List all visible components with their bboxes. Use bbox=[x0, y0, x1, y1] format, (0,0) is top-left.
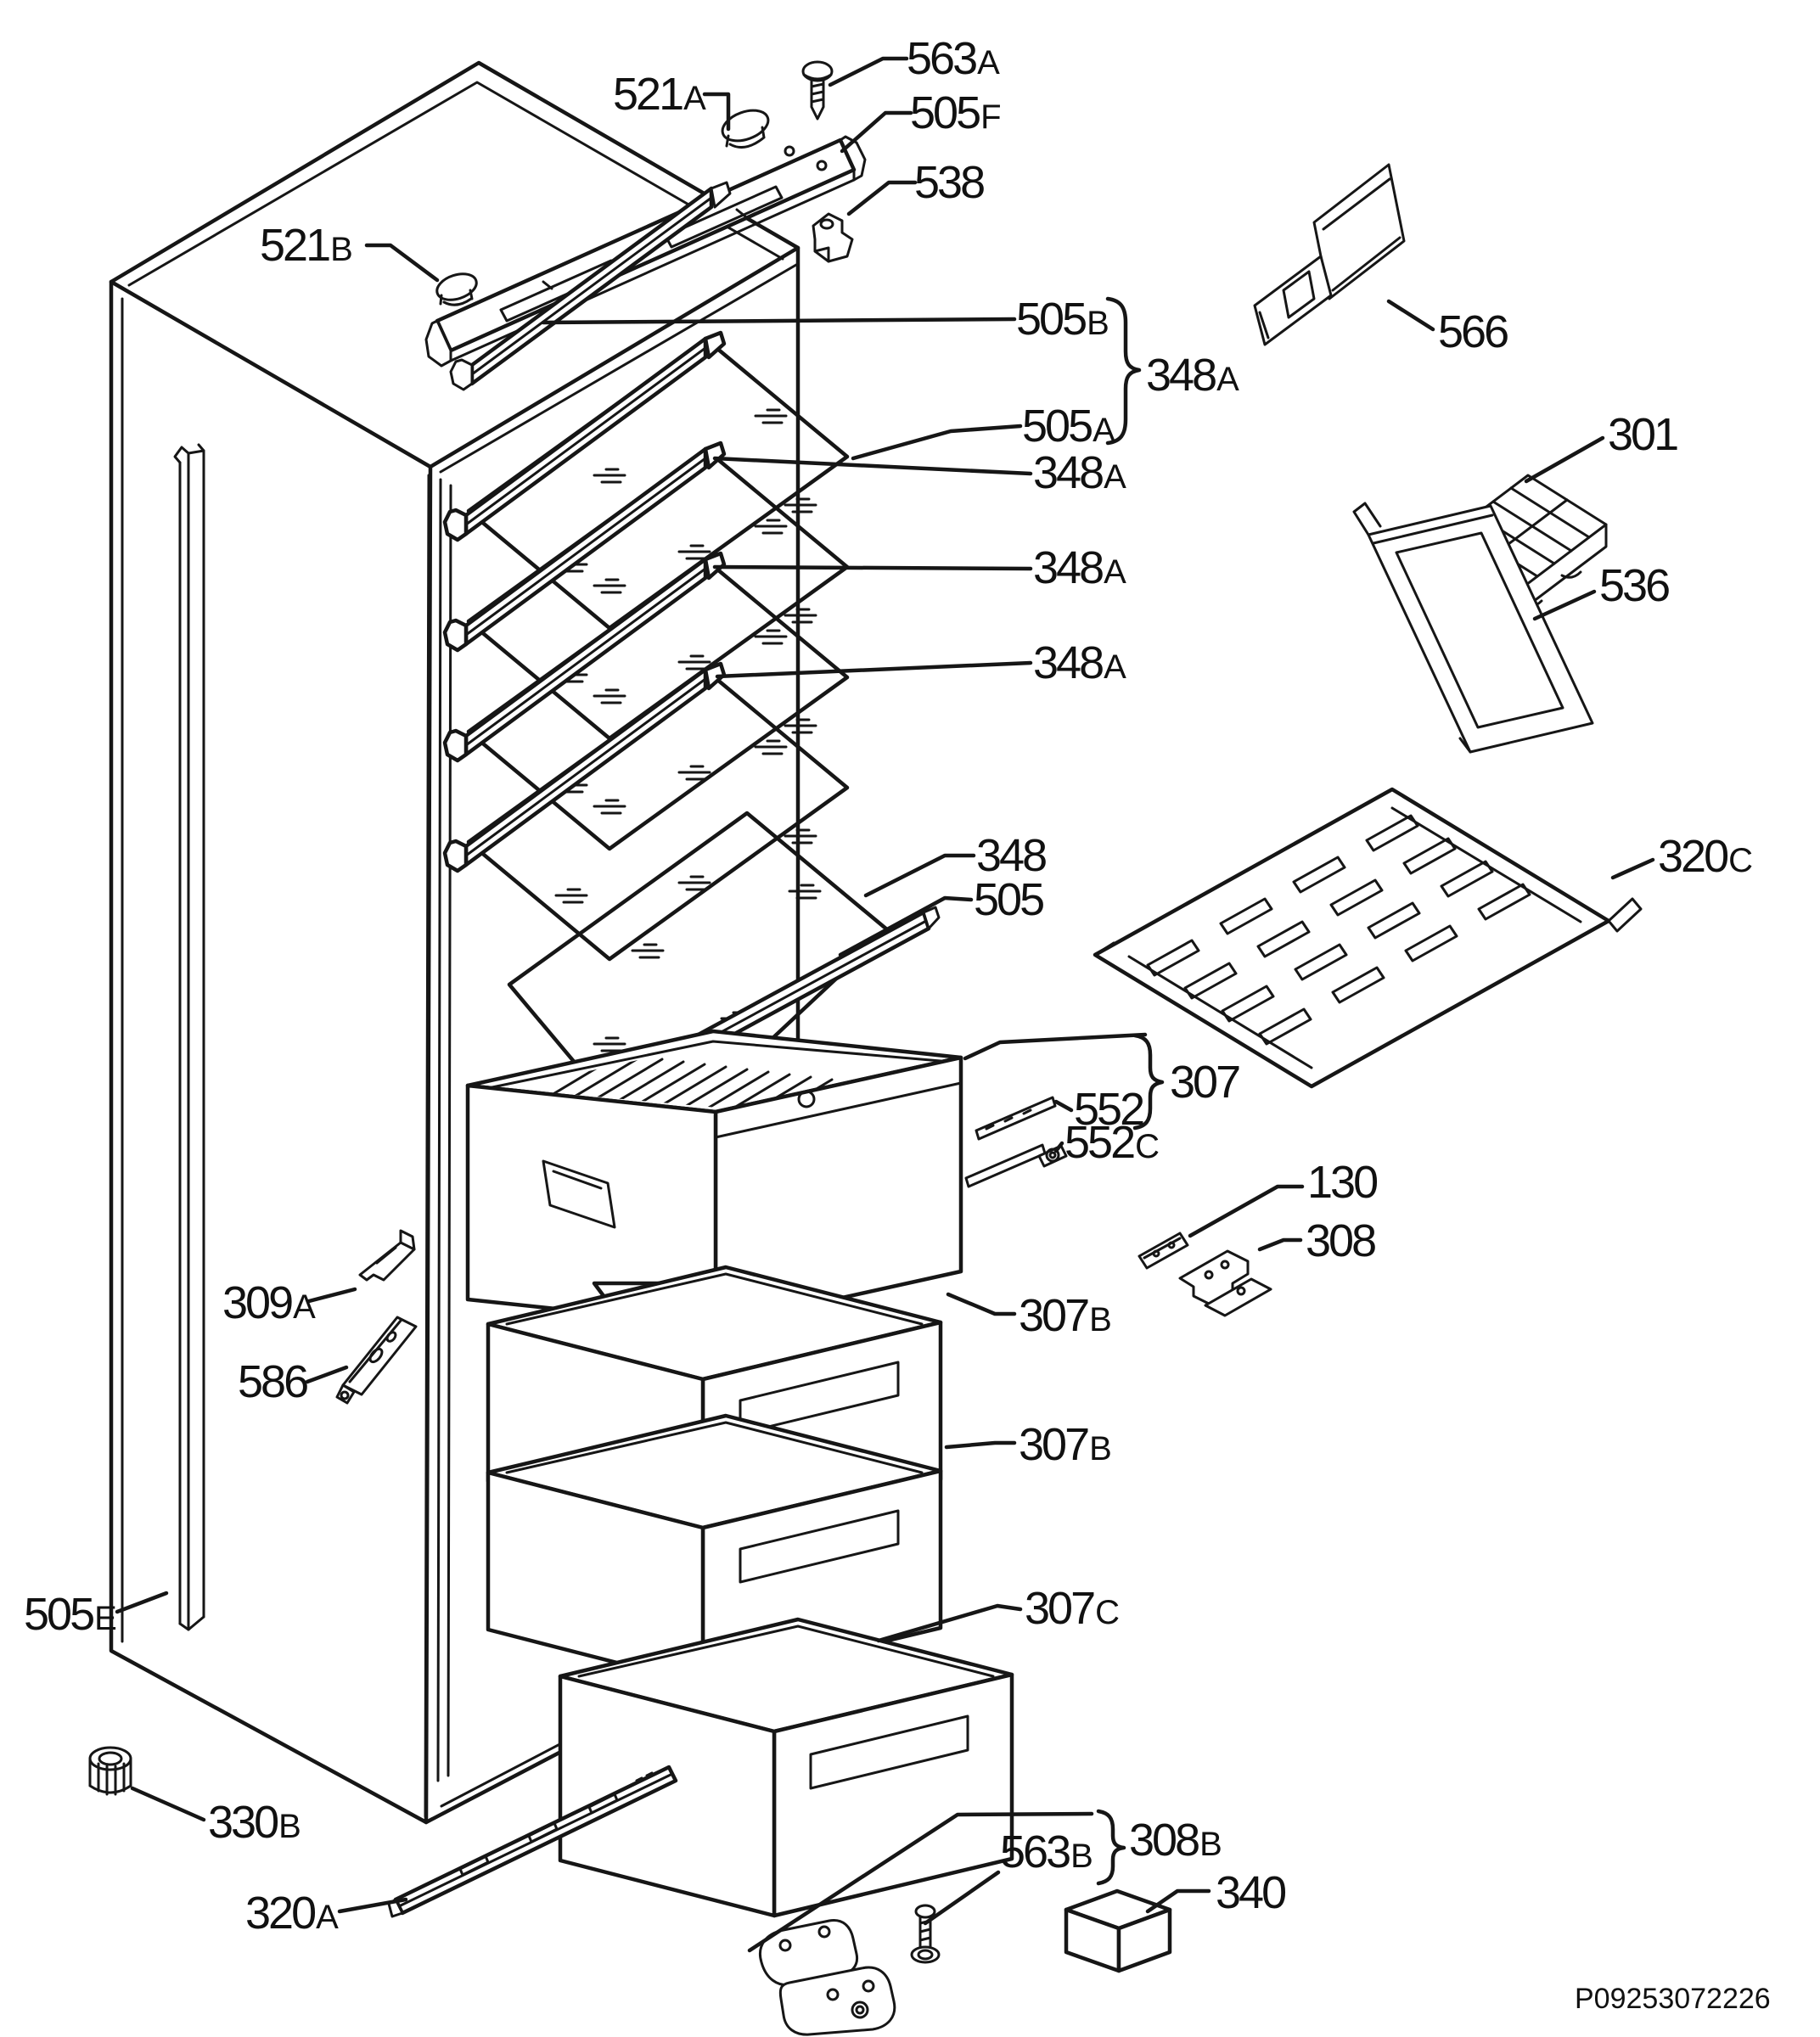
cap-521A bbox=[721, 109, 770, 149]
callout-536: 536 bbox=[1599, 560, 1671, 611]
bracket-130 bbox=[1138, 1232, 1189, 1270]
callout-340: 340 bbox=[1216, 1867, 1287, 1918]
accessory-box-340 bbox=[1064, 1888, 1172, 1973]
callout-521B: 521B bbox=[260, 220, 353, 271]
callout-348A-group: 348A bbox=[1146, 350, 1239, 401]
bottom-rail-320A bbox=[387, 1765, 678, 1918]
adjustable-foot-330B bbox=[88, 1746, 132, 1796]
callout-308: 308 bbox=[1306, 1215, 1377, 1266]
callout-320C: 320C bbox=[1658, 831, 1753, 882]
callout-130: 130 bbox=[1307, 1157, 1379, 1208]
bracket-strip-586 bbox=[335, 1316, 418, 1405]
leader-lines bbox=[115, 56, 1655, 1953]
callout-505E: 505E bbox=[24, 1589, 117, 1640]
ice-scraper-566 bbox=[1253, 163, 1406, 346]
callout-307B-1: 307B bbox=[1019, 1290, 1112, 1341]
callout-505A: 505A bbox=[1022, 401, 1115, 452]
callout-330B: 330B bbox=[208, 1797, 301, 1848]
callout-505: 505 bbox=[974, 874, 1045, 925]
freezer-drawer-307C bbox=[558, 1617, 1014, 1918]
vent-plate-320C bbox=[1093, 787, 1643, 1089]
clip-309A bbox=[358, 1229, 416, 1282]
basket-slide-rails-552-552C bbox=[964, 1096, 1068, 1188]
chiller-cover-frame-536 bbox=[1352, 502, 1594, 754]
callout-348A-4: 348A bbox=[1033, 637, 1126, 688]
callout-563B: 563B bbox=[1000, 1827, 1093, 1877]
callout-505F: 505F bbox=[910, 87, 1002, 138]
callout-348: 348 bbox=[976, 830, 1048, 881]
callout-563A: 563A bbox=[907, 33, 1000, 84]
bottom-hinge-assembly-308B bbox=[759, 1918, 896, 2036]
callout-552: 552 bbox=[1074, 1084, 1145, 1135]
grouping-braces bbox=[1096, 296, 1165, 1886]
callout-505B: 505B bbox=[1016, 294, 1109, 345]
callout-308B: 308B bbox=[1129, 1815, 1222, 1866]
clamp-538 bbox=[812, 212, 854, 263]
callout-348A-2: 348A bbox=[1033, 447, 1126, 498]
callout-538: 538 bbox=[914, 157, 986, 208]
callout-552C: 552C bbox=[1064, 1117, 1160, 1168]
cap-521B bbox=[435, 272, 478, 306]
callout-307: 307 bbox=[1170, 1057, 1241, 1108]
shelf-front-rail-505B bbox=[449, 181, 732, 391]
bracket-308 bbox=[1178, 1249, 1272, 1317]
screw-563A bbox=[801, 60, 834, 121]
callout-307C: 307C bbox=[1025, 1583, 1120, 1634]
callout-566: 566 bbox=[1438, 306, 1509, 357]
callout-348A-3: 348A bbox=[1033, 542, 1126, 593]
document-code: P09253072226 bbox=[1575, 1983, 1771, 2015]
freezer-drawer-307B-2 bbox=[486, 1413, 943, 1687]
callout-307B-2: 307B bbox=[1019, 1419, 1112, 1470]
callout-301: 301 bbox=[1608, 409, 1679, 460]
screw-563B bbox=[910, 1904, 941, 1964]
callout-521A: 521A bbox=[613, 69, 706, 120]
callout-586: 586 bbox=[238, 1356, 309, 1407]
callout-320A: 320A bbox=[245, 1888, 339, 1939]
door-seal-strip-505E bbox=[173, 443, 205, 1631]
callout-309A: 309A bbox=[222, 1277, 316, 1328]
